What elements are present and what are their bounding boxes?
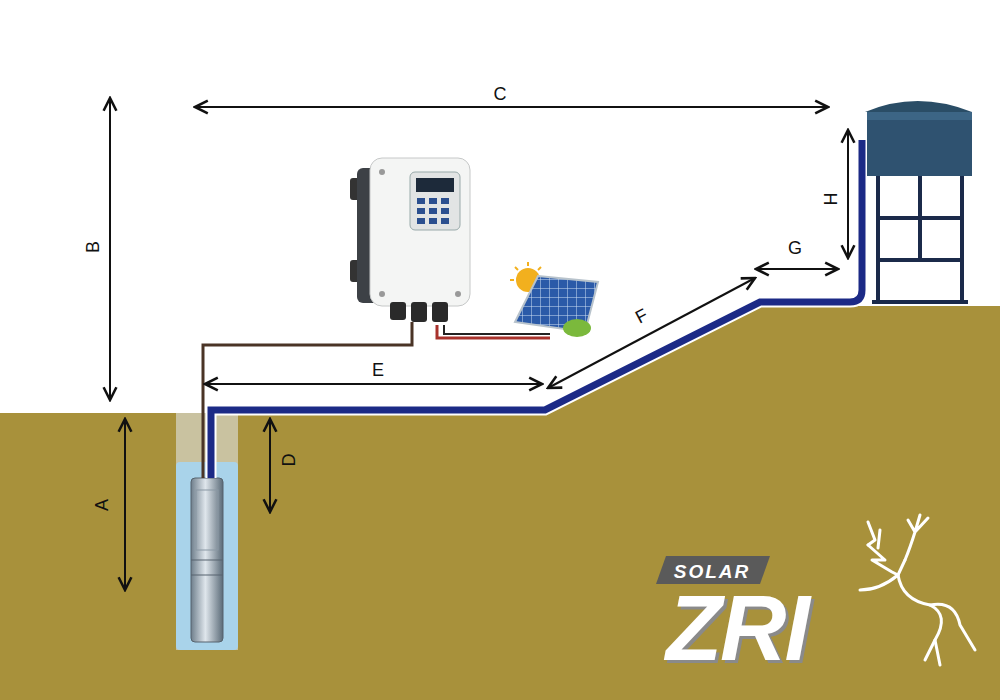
well-water (176, 462, 238, 650)
water-pipe (211, 140, 862, 478)
dimension-letter: D (279, 454, 297, 467)
pipe-outline (211, 140, 862, 478)
dimension-arrows (110, 98, 848, 590)
deer-logo (860, 515, 975, 665)
logo-word: SOLAR (674, 562, 751, 581)
dimension-letter: H (821, 193, 839, 206)
dimension-letter: C (494, 85, 507, 103)
pump-controller (350, 158, 470, 322)
solar-panel (510, 262, 598, 337)
pump-cable (203, 322, 412, 478)
dimension-letter: A (93, 499, 111, 511)
logo-word: ZRI (666, 582, 808, 674)
dimension-letter: E (372, 361, 384, 379)
solar-cable (437, 325, 550, 338)
solar-cable (444, 325, 550, 334)
ground (0, 306, 1000, 700)
dimension-letter: G (788, 239, 802, 257)
submersible-pump (191, 478, 223, 642)
dimension-letter: B (84, 241, 102, 253)
water-tank (865, 101, 972, 302)
logo-banner (656, 556, 770, 584)
dimension-letter: F (632, 305, 650, 326)
